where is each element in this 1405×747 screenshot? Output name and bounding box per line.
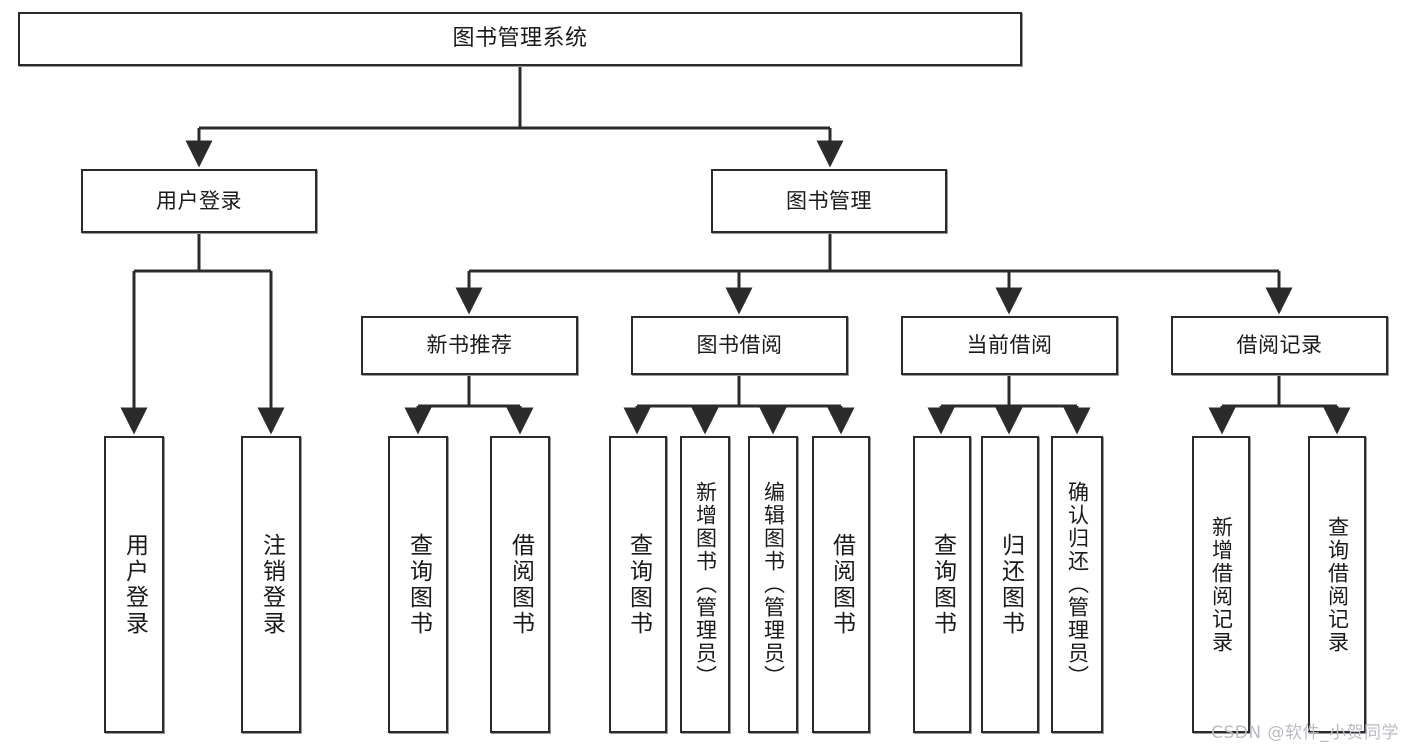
node-root[interactable]: 图书管理系统 <box>18 12 1022 66</box>
node-leaf-return-book-label: 归还图书 <box>997 532 1024 637</box>
node-leaf-query-book-3[interactable]: 查询图书 <box>913 436 971 733</box>
node-leaf-user-login[interactable]: 用户登录 <box>104 436 164 733</box>
node-borrow-record-label: 借阅记录 <box>1236 333 1323 358</box>
node-leaf-edit-book-label: 编辑图书（管理员） <box>761 481 786 688</box>
node-leaf-user-login-label: 用户登录 <box>121 532 148 637</box>
node-current-borrow-label: 当前借阅 <box>966 333 1053 358</box>
node-leaf-borrow-book-1[interactable]: 借阅图书 <box>490 436 550 733</box>
node-leaf-borrow-book-1-label: 借阅图书 <box>507 532 534 637</box>
node-leaf-query-book-3-label: 查询图书 <box>929 532 956 637</box>
node-leaf-query-book-1-label: 查询图书 <box>405 532 432 637</box>
node-book-borrow-label: 图书借阅 <box>696 333 783 358</box>
node-leaf-query-record-label: 查询借阅记录 <box>1325 515 1350 654</box>
node-book-manage[interactable]: 图书管理 <box>711 169 947 233</box>
node-book-borrow[interactable]: 图书借阅 <box>631 316 848 375</box>
node-root-label: 图书管理系统 <box>452 26 588 52</box>
node-leaf-add-book[interactable]: 新增图书（管理员） <box>680 436 730 733</box>
node-user-login[interactable]: 用户登录 <box>81 169 317 233</box>
node-leaf-borrow-book-2-label: 借阅图书 <box>828 532 855 637</box>
node-leaf-add-record[interactable]: 新增借阅记录 <box>1192 436 1250 733</box>
node-leaf-query-book-1[interactable]: 查询图书 <box>388 436 448 733</box>
node-leaf-edit-book[interactable]: 编辑图书（管理员） <box>748 436 798 733</box>
node-leaf-add-book-label: 新增图书（管理员） <box>693 481 718 688</box>
node-leaf-query-book-2[interactable]: 查询图书 <box>609 436 667 733</box>
node-borrow-record[interactable]: 借阅记录 <box>1171 316 1388 375</box>
node-leaf-query-record[interactable]: 查询借阅记录 <box>1308 436 1366 733</box>
node-leaf-add-record-label: 新增借阅记录 <box>1209 515 1234 654</box>
node-leaf-logout-login-label: 注销登录 <box>258 532 285 637</box>
node-book-manage-label: 图书管理 <box>786 188 872 213</box>
node-user-login-label: 用户登录 <box>156 188 242 213</box>
node-new-book-rec[interactable]: 新书推荐 <box>361 316 578 375</box>
csdn-watermark: CSDN @软件_小贺同学 <box>1211 723 1399 743</box>
node-leaf-borrow-book-2[interactable]: 借阅图书 <box>812 436 870 733</box>
node-leaf-confirm-return[interactable]: 确认归还（管理员） <box>1051 436 1103 733</box>
node-new-book-rec-label: 新书推荐 <box>426 333 513 358</box>
node-leaf-query-book-2-label: 查询图书 <box>625 532 652 637</box>
node-leaf-confirm-return-label: 确认归还（管理员） <box>1065 481 1090 688</box>
node-current-borrow[interactable]: 当前借阅 <box>901 316 1118 375</box>
node-leaf-return-book[interactable]: 归还图书 <box>981 436 1039 733</box>
node-leaf-logout-login[interactable]: 注销登录 <box>241 436 301 733</box>
